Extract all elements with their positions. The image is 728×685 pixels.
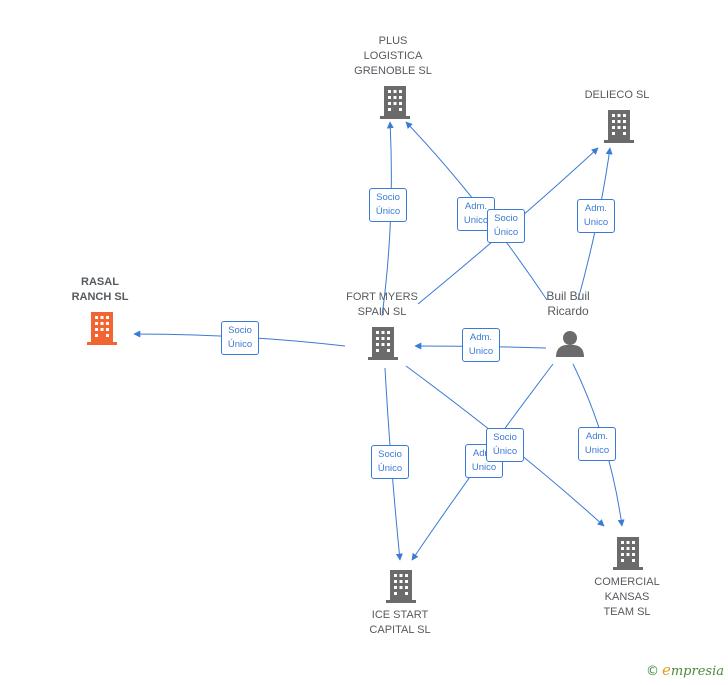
empresia-logo: ©empresia [645,661,724,679]
person-icon [556,331,584,357]
node-label-ice[interactable]: ICE START CAPITAL SL [369,609,431,636]
node-label-delieco[interactable]: DELIECO SL [584,89,650,101]
node-label-fort[interactable]: FORT MYERS SPAIN SL [346,291,418,318]
edge-label-fort-delieco: Socio Único [487,209,525,243]
edge-label-buil-fort: Adm. Unico [462,328,500,362]
edge-label-fort-comercial: Socio Único [486,428,524,462]
edge-label-fort-plus: Socio Único [369,188,407,222]
edge-label-fort-ice: Socio Único [371,445,409,479]
node-label-plus[interactable]: PLUS LOGISTICA GRENOBLE SL [354,35,432,77]
edge-label-buil-delieco: Adm. Unico [577,199,615,233]
node-label-rasal[interactable]: RASAL RANCH SL [71,276,129,303]
edge-label-fort-rasal: Socio Único [221,321,259,355]
copyright-icon: © [645,664,659,679]
edge-label-buil-comercial: Adm. Unico [578,427,616,461]
node-label-comercial[interactable]: COMERCIAL KANSAS TEAM SL [594,576,660,618]
node-label-buil[interactable]: Buil Buil Ricardo [546,289,590,318]
